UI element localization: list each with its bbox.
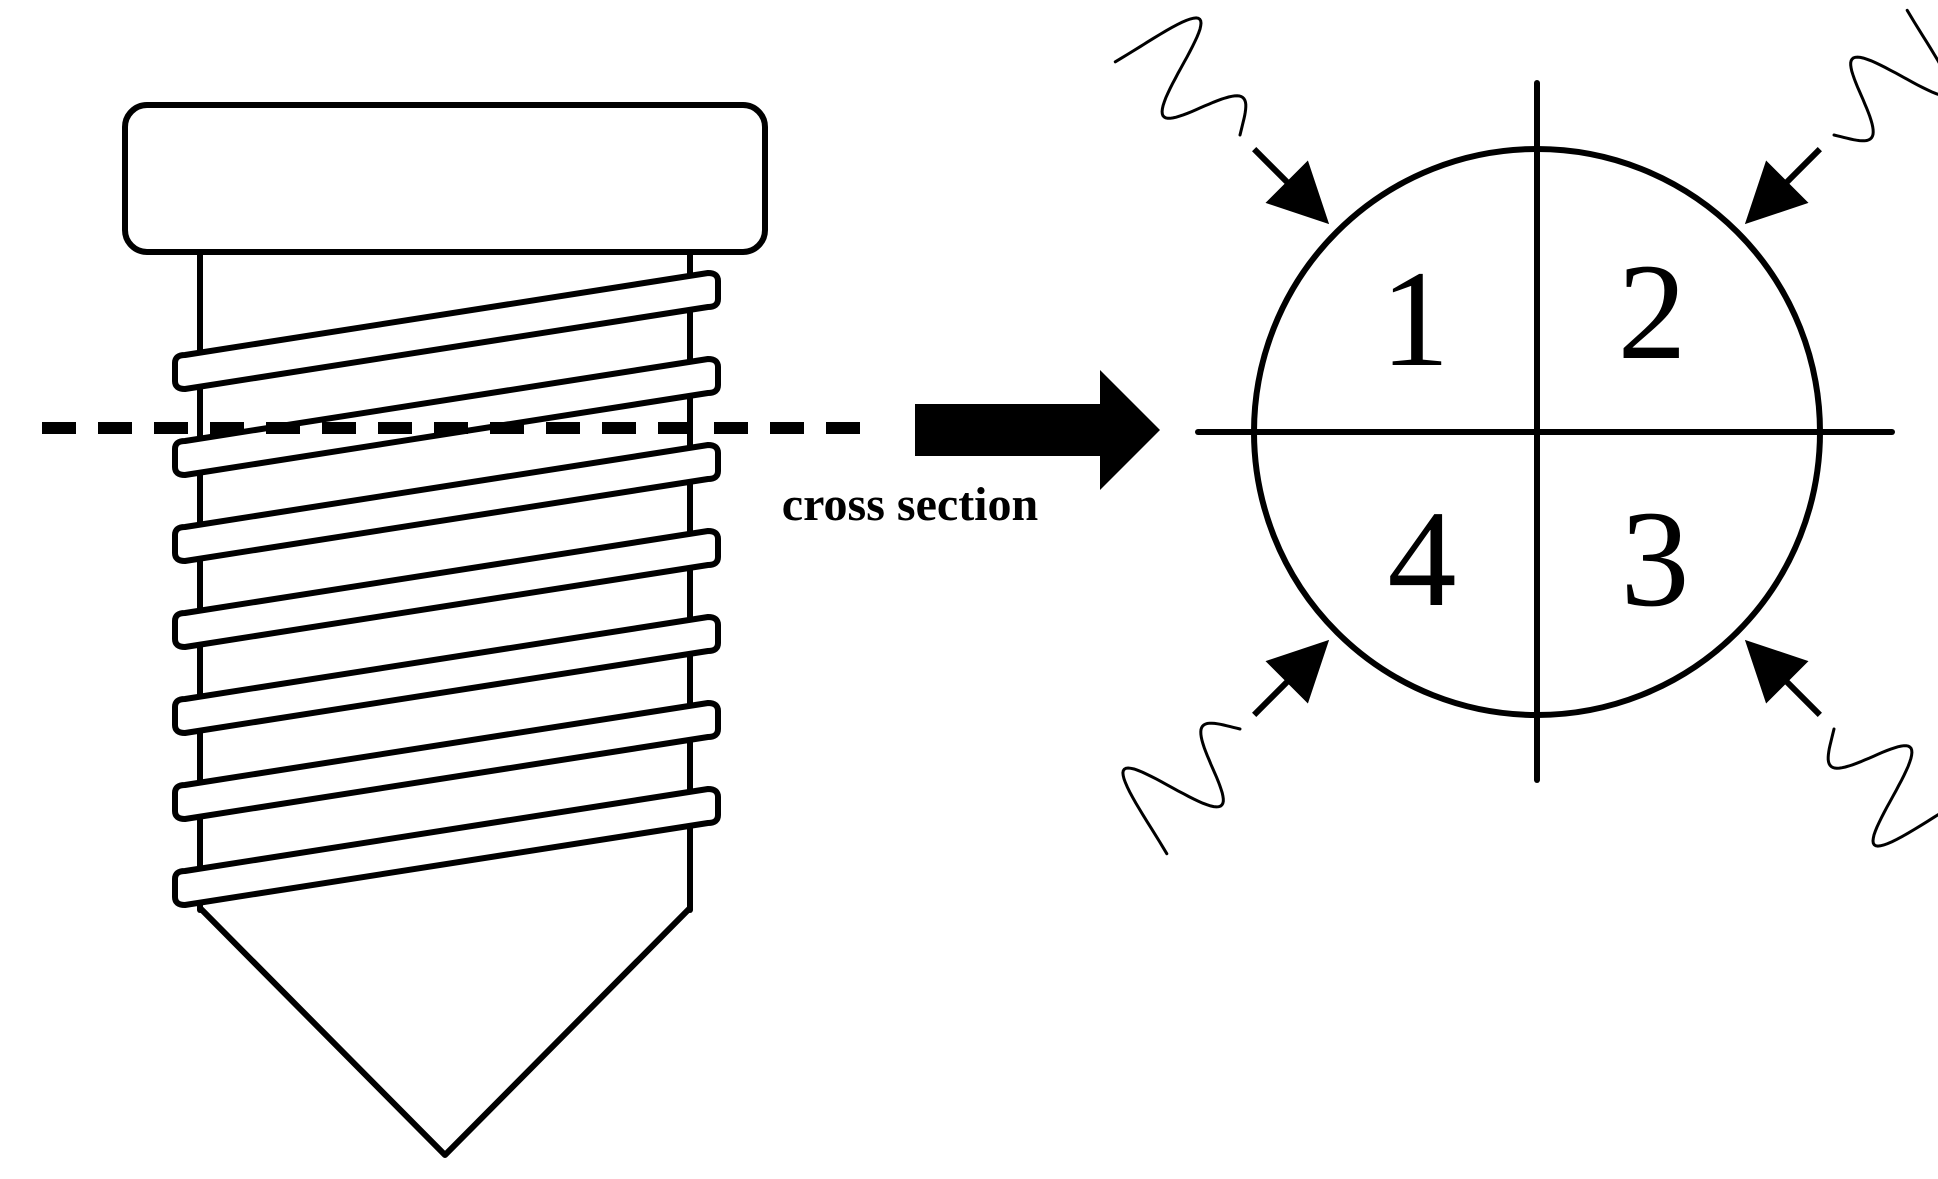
wave-arrow-bottom-left	[1252, 639, 1330, 717]
thread-ring	[172, 786, 721, 908]
wave-signal-bottom-left	[1121, 721, 1242, 856]
quadrant-2-label: 2	[1618, 235, 1687, 388]
screw-head	[122, 102, 768, 255]
quadrant-3-label: 3	[1621, 482, 1690, 635]
wave-arrow-top-left	[1252, 147, 1330, 225]
wave-arrow-bottom-right	[1744, 639, 1822, 717]
wave-signal-top-right	[1832, 8, 1938, 143]
thread-ring	[172, 270, 721, 392]
quadrant-4-label: 4	[1388, 482, 1457, 635]
wave-arrow-top-right	[1744, 147, 1822, 225]
incoming-waves	[1113, 8, 1938, 856]
thread-ring	[172, 528, 721, 650]
wave-signal-bottom-right	[1826, 727, 1938, 848]
screw	[122, 102, 768, 1158]
cross-section-label: cross section	[782, 478, 1038, 531]
screw-threads	[172, 270, 721, 908]
wave-signal-top-left	[1113, 16, 1248, 137]
quadrant-1-label: 1	[1381, 242, 1450, 395]
thread-ring	[172, 356, 721, 478]
cross-section-view: 1 2 3 4	[1113, 8, 1938, 856]
thread-ring	[172, 700, 721, 822]
cross-section-arrow	[915, 370, 1160, 490]
screw-tip	[197, 905, 693, 1158]
thread-ring	[172, 442, 721, 564]
thread-ring	[172, 614, 721, 736]
